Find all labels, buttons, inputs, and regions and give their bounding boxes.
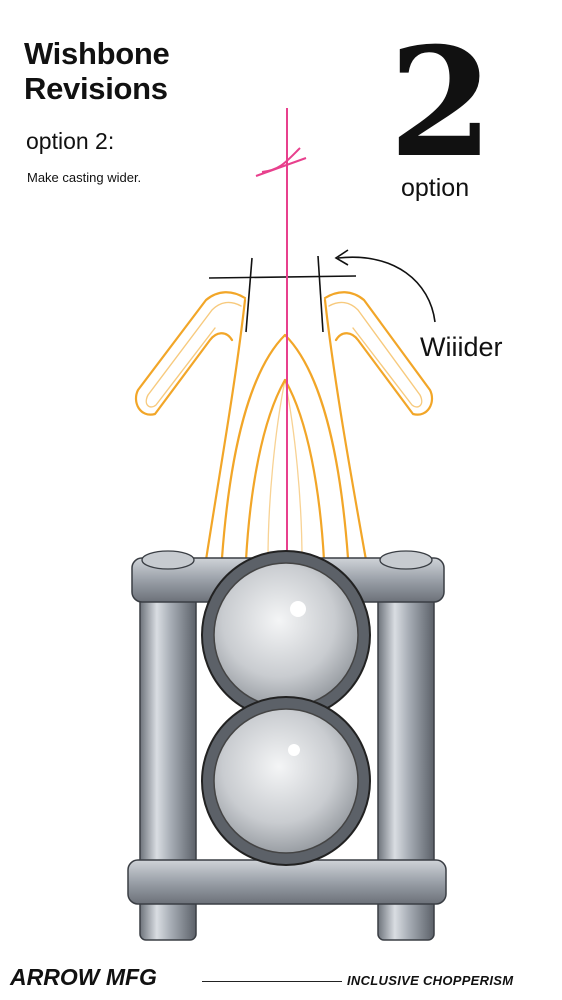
brand-tagline: INCLUSIVE CHOPPERISM — [347, 973, 514, 988]
width-marker — [208, 255, 357, 333]
title-line-2: Revisions — [24, 71, 168, 106]
fork-assembly — [127, 550, 447, 941]
option-subtitle: option 2: — [26, 128, 115, 154]
revision-note: Make casting wider. — [27, 170, 142, 185]
page-title: Wishbone Revisions — [24, 36, 170, 106]
centerline — [255, 108, 307, 560]
wider-callout: Wiiider — [420, 332, 503, 362]
title-line-1: Wishbone — [24, 36, 170, 71]
footer-divider — [202, 981, 342, 982]
option-number: 2 — [388, 15, 494, 191]
wishbone-casting-sketch — [134, 291, 434, 562]
brand-name: ARROW MFG — [10, 964, 157, 990]
option-label: option — [401, 174, 470, 202]
callout-arrow — [334, 249, 436, 323]
